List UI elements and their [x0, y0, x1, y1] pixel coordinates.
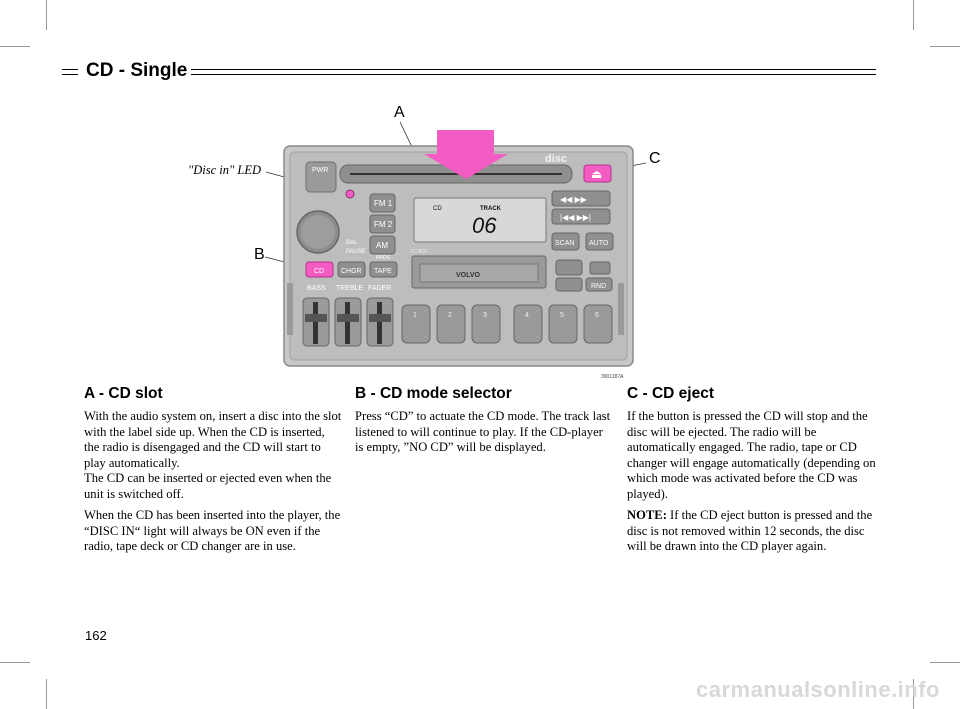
note-label: NOTE:: [627, 508, 667, 522]
section-a-heading: A - CD slot: [84, 385, 163, 402]
svg-text:PROG: PROG: [376, 255, 391, 261]
svg-text:PWR: PWR: [312, 167, 328, 174]
preset-button-1[interactable]: [401, 304, 431, 344]
svg-text:TRACK: TRACK: [480, 206, 502, 212]
am-button[interactable]: [369, 235, 396, 255]
disc-in-led-label: "Disc in" LED: [188, 163, 261, 177]
auto-button[interactable]: [585, 232, 614, 251]
disc-logo: disc: [545, 153, 567, 165]
svg-text:TAPE: TAPE: [374, 268, 392, 275]
fm2-button[interactable]: [369, 214, 396, 234]
page-number: 162: [85, 628, 107, 643]
svg-text:SC-816: SC-816: [410, 249, 427, 255]
seek-button[interactable]: [551, 208, 611, 225]
section-b: B - CD mode selector Press “CD” to actua…: [355, 385, 613, 462]
svg-text:FM 1: FM 1: [374, 199, 393, 208]
cd-mode-button[interactable]: [305, 261, 334, 278]
section-a-paragraph-1b: The CD can be inserted or ejected even w…: [84, 471, 332, 501]
insert-arrow: [424, 130, 508, 179]
rnd-button[interactable]: [585, 277, 613, 292]
svg-text:⏏: ⏏: [591, 167, 602, 181]
note-text: If the CD eject button is pressed and th…: [627, 508, 873, 553]
tape-eject-button[interactable]: [555, 259, 583, 276]
callout-b: B: [254, 246, 265, 263]
fast-forward-button[interactable]: [551, 190, 611, 207]
fader-slider[interactable]: [369, 314, 391, 322]
section-header: CD - Single: [62, 60, 876, 82]
svg-text:CD: CD: [433, 206, 442, 212]
svg-text:RND: RND: [591, 283, 606, 290]
treble-slider[interactable]: [337, 314, 359, 322]
preset-button-3[interactable]: [471, 304, 501, 344]
preset-label-4: 4: [525, 312, 529, 319]
section-c-heading: C - CD eject: [627, 385, 714, 402]
preset-label-6: 6: [595, 312, 599, 319]
track-number: 06: [472, 213, 497, 238]
svg-text:BAL: BAL: [346, 240, 358, 246]
power-button[interactable]: [305, 161, 337, 193]
watermark: carmanualsonline.info: [696, 677, 940, 702]
preset-button-6[interactable]: [583, 304, 613, 344]
preset-label-5: 5: [560, 312, 564, 319]
square-button[interactable]: [589, 261, 611, 275]
preset-label-2: 2: [448, 312, 452, 319]
svg-text:◀◀ ▶▶: ◀◀ ▶▶: [560, 195, 588, 204]
bass-slider[interactable]: [305, 314, 327, 322]
disc-in-led: [345, 189, 355, 199]
tone-sliders: [302, 297, 394, 347]
scan-button[interactable]: [551, 232, 580, 251]
figure-code: 3901187A: [601, 374, 624, 380]
section-c: C - CD eject If the button is pressed th…: [627, 385, 885, 561]
tape-button[interactable]: [369, 261, 398, 278]
callout-a: A: [394, 104, 405, 121]
svg-text:BASS: BASS: [307, 285, 326, 292]
svg-text:AM: AM: [376, 241, 388, 250]
svg-text:VOLVO: VOLVO: [456, 272, 481, 279]
fm1-button[interactable]: [369, 193, 396, 213]
section-c-note: NOTE: If the CD eject button is pressed …: [627, 508, 885, 555]
section-c-paragraph-1: If the button is pressed the CD will sto…: [627, 409, 876, 501]
svg-text:FM 2: FM 2: [374, 220, 393, 229]
svg-text:CHGR: CHGR: [341, 268, 362, 275]
preset-button-5[interactable]: [548, 304, 578, 344]
section-a-paragraph-1: With the audio system on, insert a disc …: [84, 409, 342, 470]
preset-button-4[interactable]: [513, 304, 543, 344]
svg-text:TREBLE: TREBLE: [336, 285, 364, 292]
preset-label-3: 3: [483, 312, 487, 319]
svg-text:AUTO: AUTO: [589, 240, 609, 247]
section-b-heading: B - CD mode selector: [355, 385, 512, 402]
preset-button-2[interactable]: [436, 304, 466, 344]
preset-label-1: 1: [413, 312, 417, 319]
dolby-button[interactable]: [555, 277, 583, 292]
section-b-paragraph-1: Press “CD” to actuate the CD mode. The t…: [355, 409, 611, 454]
svg-text:SCAN: SCAN: [555, 240, 574, 247]
chgr-button[interactable]: [337, 261, 366, 278]
section-a-paragraph-2: When the CD has been inserted into the p…: [84, 508, 341, 553]
cd-eject-button[interactable]: [583, 164, 612, 183]
section-a: A - CD slot With the audio system on, in…: [84, 385, 342, 561]
callout-c: C: [649, 150, 661, 167]
page-title: CD - Single: [82, 60, 192, 82]
lcd-display: [413, 197, 547, 243]
svg-text:FADER: FADER: [368, 285, 391, 292]
svg-text:CD: CD: [314, 268, 324, 275]
preset-buttons: 1 2 3 4 5 6: [401, 304, 613, 344]
svg-text:PAUSE: PAUSE: [346, 249, 366, 255]
svg-text:|◀◀ ▶▶|: |◀◀ ▶▶|: [560, 213, 591, 222]
